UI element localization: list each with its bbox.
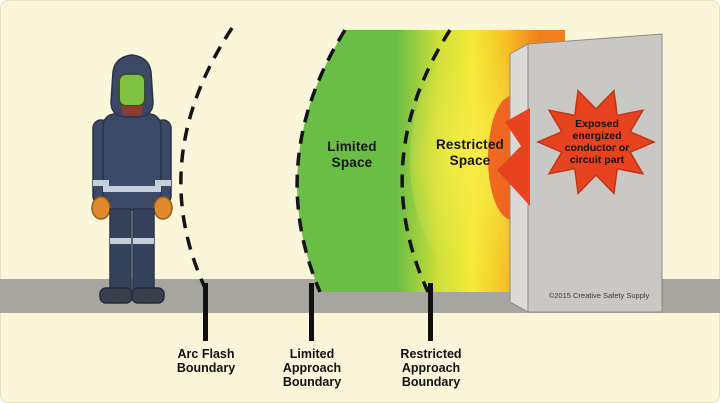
worker-figure <box>91 54 173 304</box>
limited-approach-marker-line <box>309 283 314 341</box>
worker-left-glove <box>91 196 111 220</box>
arc-flash-boundary-arc <box>179 27 234 291</box>
restricted-approach-boundary-label: Restricted Approach Boundary <box>400 347 462 389</box>
limited-approach-boundary-arc <box>295 29 347 293</box>
boundary-arcs <box>179 27 452 293</box>
worker-left-boot <box>99 287 133 304</box>
arc-flash-boundary-label: Arc Flash Boundary <box>176 347 236 375</box>
worker-right-glove <box>153 196 173 220</box>
jacket-reflective-stripe <box>103 186 161 192</box>
limited-approach-boundary-label: Limited Approach Boundary <box>282 347 342 389</box>
pant-stripe-right <box>133 238 154 244</box>
restricted-approach-marker-line <box>428 283 433 341</box>
worker-chin-guard <box>121 106 143 116</box>
sleeve-stripe-left <box>93 180 109 186</box>
worker-jacket <box>102 113 162 211</box>
worker-left-leg <box>109 208 132 292</box>
worker-right-leg <box>132 208 155 292</box>
energized-part-label: Exposed energized conductor or circuit p… <box>564 117 630 167</box>
pant-stripe-left <box>110 238 131 244</box>
limited-space-label: Limited Space <box>327 139 377 170</box>
restricted-space-label: Restricted Space <box>435 137 505 168</box>
restricted-approach-boundary-arc <box>400 29 452 293</box>
sleeve-stripe-right <box>155 180 171 186</box>
energized-connector <box>497 108 530 206</box>
arc-flash-marker-line <box>203 283 208 341</box>
boundary-marker-lines <box>203 283 433 341</box>
worker-visor <box>118 73 146 107</box>
energized-part-star <box>536 88 656 196</box>
copyright-text: ©2015 Creative Safety Supply <box>548 291 650 300</box>
worker-right-boot <box>131 287 165 304</box>
